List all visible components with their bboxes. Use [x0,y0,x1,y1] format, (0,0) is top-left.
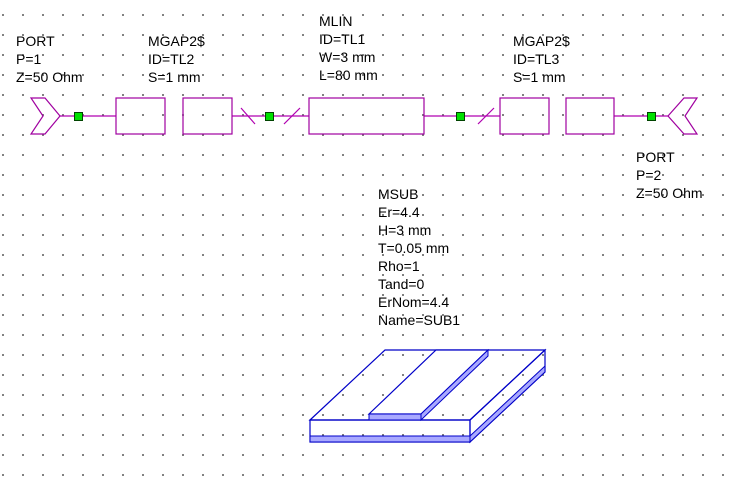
gap1-left-element[interactable] [115,97,166,135]
gap2-right-element[interactable] [565,97,615,135]
node-mlin-gap2[interactable] [456,112,465,121]
port2-symbol[interactable] [667,97,699,135]
msub-label[interactable]: MSUB Er=4.4 H=3 mm T=0.05 mm Rho=1 Tand=… [378,185,460,329]
gap1-id: ID=TL2 [148,51,195,67]
port2-label[interactable]: PORT P=2 Z=50 Ohm [636,148,703,202]
substrate-strip-edge-side [420,348,489,422]
msub-substrate-icon[interactable] [308,348,547,444]
port2-number: P=2 [636,167,662,183]
gap1-label[interactable]: MGAP2$ ID=TL2 S=1 mm [148,32,205,86]
msub-height: H=3 mm [378,222,432,238]
mlin-width: W=3 mm [319,49,376,65]
substrate-ground-plane-side [469,364,546,444]
node-gap1-mlin[interactable] [265,112,274,121]
port2-name: PORT [636,149,675,165]
gap2-name: MGAP2$ [513,33,570,49]
gap1-spacing: S=1 mm [148,69,201,85]
ref-plane-mark-1 [240,107,256,125]
port1-symbol[interactable] [29,97,61,135]
msub-rho: Rho=1 [378,258,420,274]
msub-tand: Tand=0 [378,276,425,292]
gap2-spacing: S=1 mm [513,69,566,85]
ref-plane-mark-2 [283,107,301,125]
mlin-name: MLIN [319,13,353,29]
msub-thickness: T=0.05 mm [378,240,450,256]
gap1-name: MGAP2$ [148,33,205,49]
ref-plane-mark-3 [477,107,495,125]
msub-er: Er=4.4 [378,204,420,220]
msub-name: MSUB [378,186,419,202]
mlin-element[interactable] [308,97,425,135]
mlin-label[interactable]: MLIN ID=TL1 W=3 mm L=80 mm [319,12,378,84]
msub-ernom: ErNom=4.4 [378,294,450,310]
gap1-right-element[interactable] [182,97,233,135]
gap2-left-element[interactable] [499,97,550,135]
mlin-length: L=80 mm [319,67,378,83]
mlin-id: ID=TL1 [319,31,366,47]
gap2-label[interactable]: MGAP2$ ID=TL3 S=1 mm [513,32,570,86]
port1-impedance: Z=50 Ohm [16,69,83,85]
msub-sub-name: Name=SUB1 [378,312,461,328]
port1-name: PORT [16,33,55,49]
node-port1[interactable] [74,112,83,121]
node-port2[interactable] [647,112,656,121]
port1-label[interactable]: PORT P=1 Z=50 Ohm [16,32,83,86]
port1-number: P=1 [16,51,42,67]
substrate-strip-conductor [367,349,490,415]
substrate-strip-edge [368,413,422,421]
gap2-id: ID=TL3 [513,51,560,67]
port2-impedance: Z=50 Ohm [636,185,703,201]
substrate-ground-plane [309,435,471,443]
